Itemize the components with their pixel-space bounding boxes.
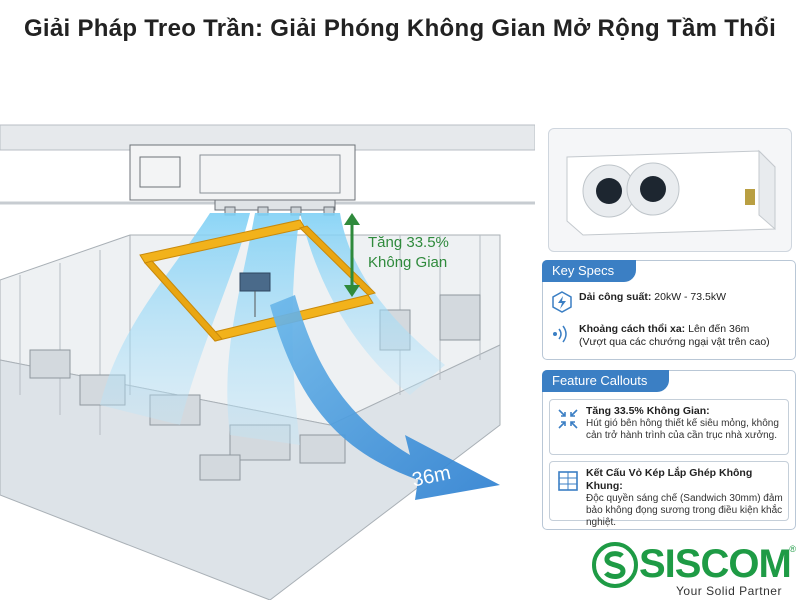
feature-space-title: Tăng 33.5% Không Gian:: [586, 405, 710, 417]
page-title: Giải Pháp Treo Trần: Giải Phóng Không Gi…: [23, 15, 777, 42]
spec-power-value: 20kW - 73.5kW: [654, 291, 727, 303]
compress-arrows-icon: [556, 407, 580, 431]
spec-throw-value: Lên đến 36m: [688, 323, 750, 335]
product-image: [548, 128, 792, 252]
feature-card-space: Tăng 33.5% Không Gian: Hút gió bên hông …: [549, 399, 789, 455]
space-gain-line2: Không Gian: [368, 254, 447, 271]
airflow-wave-icon: [551, 323, 573, 345]
ceiling-air-unit: [129, 144, 356, 216]
feature-callouts-header: Feature Callouts: [542, 370, 670, 392]
feature-shell-title: Kết Cấu Vỏ Kép Lắp Ghép Không Khung:: [586, 467, 753, 492]
spec-power-label: Dải công suất:: [579, 291, 652, 303]
feature-space-desc: Hút gió bên hông thiết kế siêu mỏng, khô…: [586, 418, 779, 441]
feature-shell-desc: Độc quyền sáng chế (Sandwich 30mm) đảm b…: [586, 493, 783, 528]
factory-illustration: Tăng 33.5% Không Gian 36m: [0, 124, 535, 600]
key-specs-panel: Key Specs Dải công suất: 20kW - 73.5kW K…: [542, 260, 796, 360]
brand-logo: SISCOM ® Your Solid Partner: [590, 540, 800, 600]
brand-tagline: Your Solid Partner: [676, 584, 782, 598]
key-specs-header: Key Specs: [542, 260, 637, 282]
power-icon: [551, 291, 573, 313]
height-gain-arrow: [344, 213, 360, 297]
spec-item-power: Dải công suất: 20kW - 73.5kW: [551, 291, 789, 313]
panel-icon: [556, 469, 580, 493]
space-gain-line1: Tăng 33.5%: [368, 234, 449, 251]
spec-throw-note: (Vượt qua các chướng ngại vật trên cao): [579, 336, 770, 348]
feature-callouts-panel: Feature Callouts Tăng 33.5% Không Gian: …: [542, 370, 796, 530]
throw-distance-arrow: [270, 295, 500, 500]
siscom-emblem-icon: [592, 542, 638, 588]
spec-throw-label: Khoảng cách thổi xa:: [579, 323, 686, 335]
registered-mark: ®: [789, 544, 796, 554]
brand-name: SISCOM: [639, 542, 792, 586]
feature-card-shell: Kết Cấu Vỏ Kép Lắp Ghép Không Khung: Độc…: [549, 461, 789, 528]
spec-item-throw: Khoảng cách thổi xa: Lên đến 36m(Vượt qu…: [551, 323, 789, 349]
